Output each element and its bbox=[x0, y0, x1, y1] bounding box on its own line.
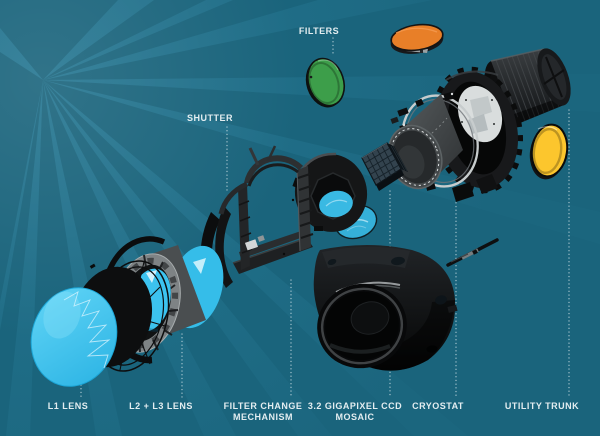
label-l1-lens: L1 LENS bbox=[47, 401, 89, 411]
label-filters: FILTERS bbox=[298, 26, 340, 36]
thin-rod-graphic bbox=[446, 238, 499, 267]
label-ccd-mosaic: 3.2 GIGAPIXEL CCD MOSAIC bbox=[307, 401, 403, 422]
label-cryostat: CRYOSTAT bbox=[412, 401, 464, 411]
focal-plane-window bbox=[457, 85, 503, 143]
label-utility-trunk: UTILITY TRUNK bbox=[504, 401, 580, 411]
label-shutter: SHUTTER bbox=[187, 113, 233, 123]
filter-orange bbox=[390, 23, 444, 54]
filter-change-mechanism-graphic bbox=[200, 145, 336, 295]
l1-lens-graphic bbox=[30, 266, 153, 387]
filter-yellow bbox=[529, 123, 569, 180]
flange-ring-graphic bbox=[431, 66, 523, 202]
label-l2-l3-lens: L2 + L3 LENS bbox=[129, 401, 193, 411]
ccd-mosaic-graphic bbox=[361, 142, 408, 191]
label-filter-change-mechanism: FILTER CHANGE MECHANISM bbox=[223, 401, 303, 422]
cryostat-graphic bbox=[313, 245, 458, 371]
filter-green bbox=[305, 57, 346, 108]
